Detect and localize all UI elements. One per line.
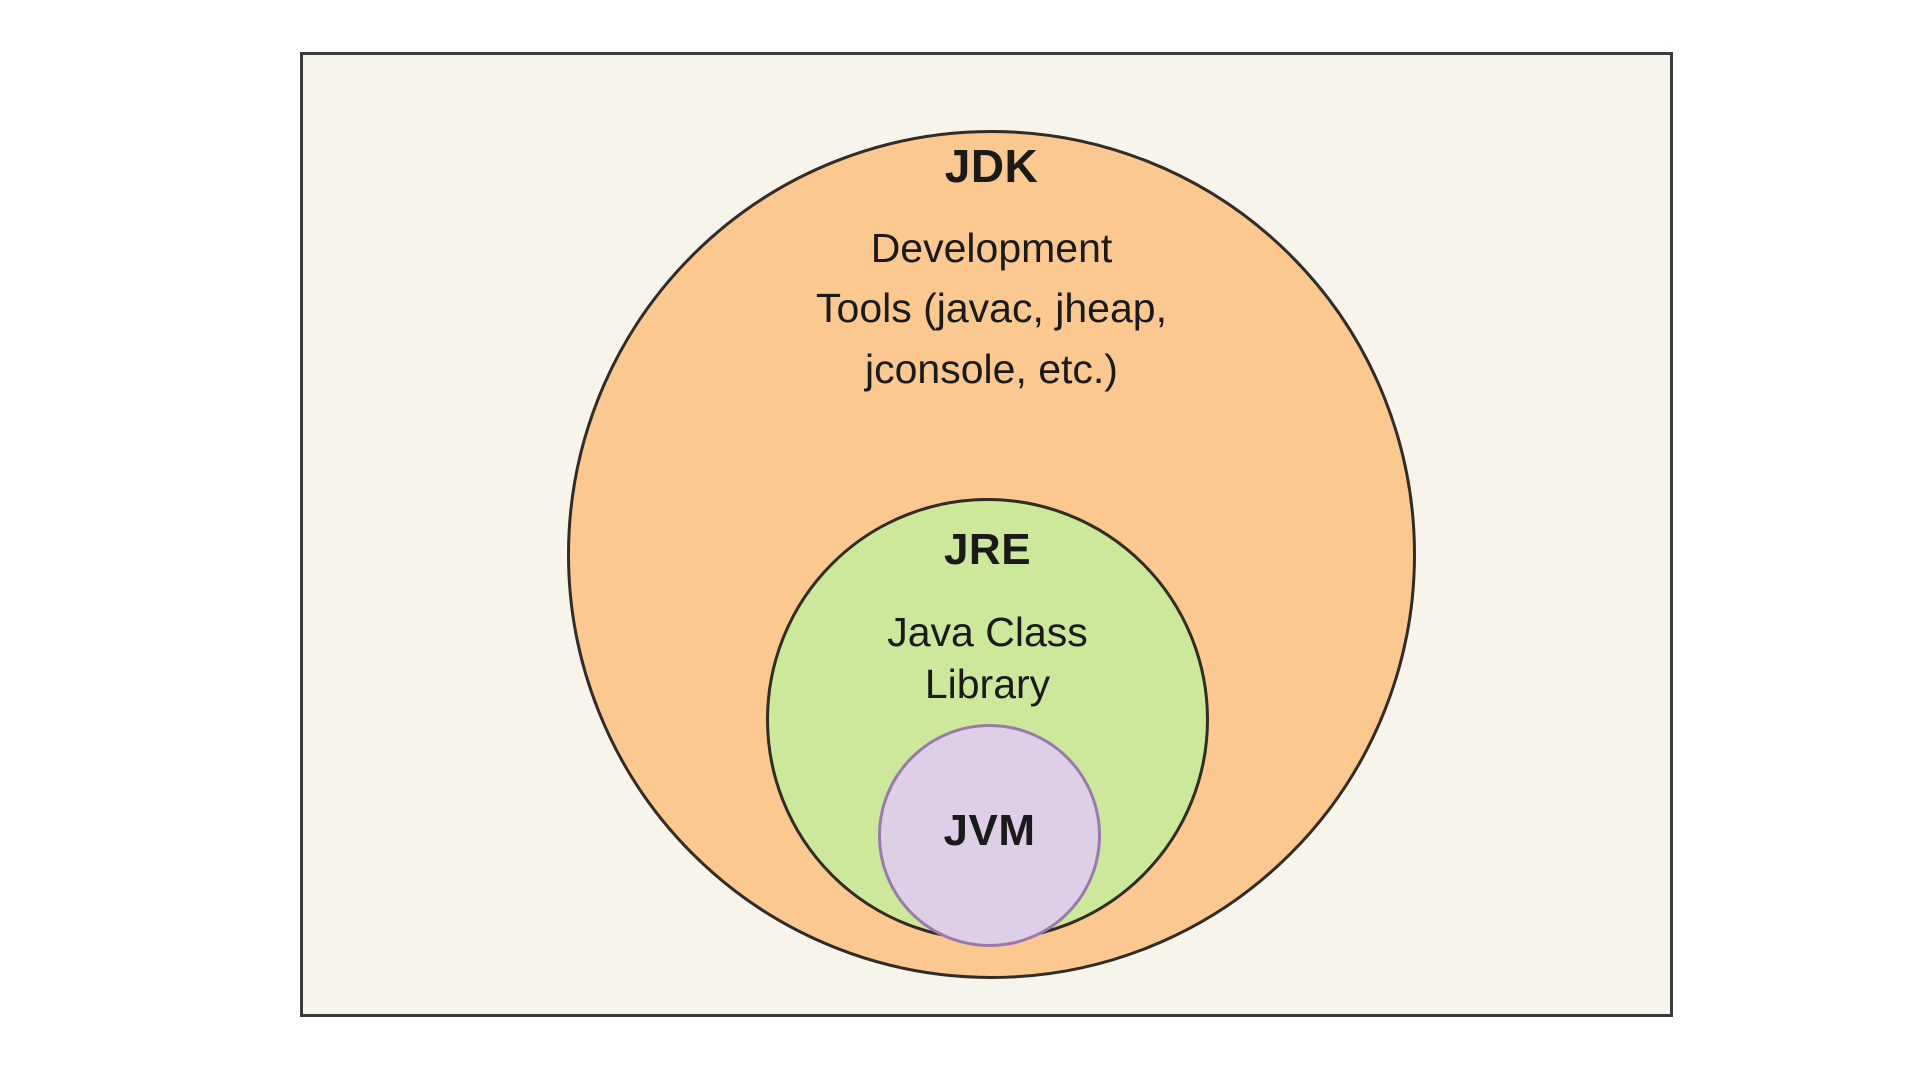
diagram-frame: JDK Development Tools (javac, jheap, jco…: [300, 52, 1673, 1017]
jre-body-label: Java Class Library: [887, 609, 1088, 708]
jvm-circle: [878, 724, 1101, 947]
jdk-title-label: JDK: [944, 140, 1039, 192]
jvm-title-label: JVM: [943, 806, 1036, 855]
jre-title-label: JRE: [943, 525, 1032, 574]
jdk-body-label: Development Tools (javac, jheap, jconsol…: [816, 225, 1167, 392]
